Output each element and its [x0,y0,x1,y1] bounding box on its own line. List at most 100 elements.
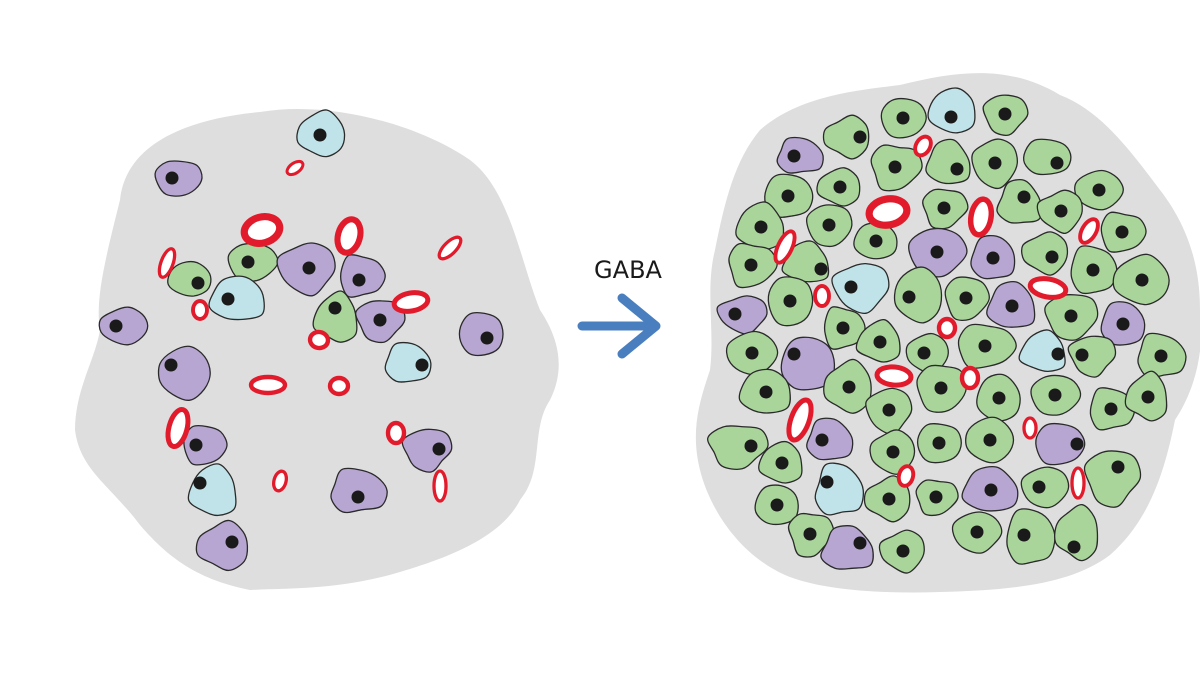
purple-cell [1035,422,1086,466]
blood-vessel [959,365,981,391]
purple-cell [458,311,504,357]
cell-nucleus [1092,183,1106,197]
green-cell [878,529,925,574]
cell-nucleus [820,475,834,489]
cell-nucleus [844,280,858,294]
cell-nucleus [1070,437,1084,451]
blood-vessel [272,469,288,493]
after-islet-cells [706,87,1187,574]
blue-cell [1018,329,1066,373]
before-islet-cells [98,109,504,572]
purple-cell-body [401,428,453,473]
green-cell [735,201,785,251]
cell-nucleus [998,107,1012,121]
cell-nucleus [833,180,847,194]
cell-nucleus [352,273,366,287]
purple-cell [908,227,968,278]
blue-cell [831,262,890,315]
blood-vessel [307,329,331,351]
cell-nucleus [193,476,207,490]
blood-vessel [773,229,797,265]
blue-cell [296,109,346,158]
green-cell [1074,169,1124,211]
blood-vessel [1027,276,1069,300]
cell-nucleus [1154,349,1168,363]
cell-nucleus [896,544,910,558]
blood-vessel [896,464,916,488]
cell-nucleus [917,346,931,360]
cell-nucleus [929,490,943,504]
purple-cell [986,280,1036,328]
green-cell [996,179,1042,224]
blood-vessel [874,364,914,388]
purple-cell-body [1035,422,1086,466]
purple-cell [970,234,1016,280]
green-cell-body [312,290,358,343]
blood-vessel [385,420,407,446]
blood-vessel [240,213,284,247]
cell-nucleus [781,189,795,203]
green-cell [965,416,1015,464]
cell-nucleus [783,294,797,308]
purple-cell [776,136,824,174]
cell-nucleus [1064,309,1078,323]
cell-nucleus [853,130,867,144]
cell-nucleus [1116,317,1130,331]
cell-nucleus [873,335,887,349]
purple-cell-body [806,417,854,461]
green-cell-body [893,266,943,324]
green-cell [915,479,959,517]
green-cell [916,364,968,413]
blood-vessel [786,397,814,443]
cell-nucleus [836,321,850,335]
cell-nucleus [888,160,902,174]
blood-vessel [936,316,958,340]
blue-cell [208,275,265,321]
cell-nucleus [313,128,327,142]
green-cell [917,422,962,464]
green-cell [855,318,901,363]
cell-nucleus [745,346,759,360]
blood-vessel [437,235,463,261]
purple-cell-body [716,295,768,335]
cell-nucleus [902,290,916,304]
green-cell-body [1023,138,1072,176]
green-cell [781,240,830,283]
green-cell [1006,508,1056,565]
purple-cell [98,306,149,346]
blood-vessel [157,247,177,279]
purple-cell-body [195,519,249,572]
cell-nucleus [744,439,758,453]
treatment-arrow [577,293,661,359]
purple-cell [806,417,854,461]
green-cell [312,290,358,343]
cell-nucleus [351,490,365,504]
green-cell [805,204,853,248]
purple-cell-body [330,467,388,514]
cell-nucleus [822,218,836,232]
cell-nucleus [970,525,984,539]
cell-nucleus [480,331,494,345]
purple-cell [157,345,211,401]
green-cell [738,368,791,414]
green-cell [758,440,803,484]
green-cell-body [1067,335,1117,378]
green-cell [728,242,778,289]
cell-nucleus [221,292,235,306]
cell-nucleus [1048,388,1062,402]
green-cell [957,323,1017,369]
green-cell [1044,294,1099,341]
purple-cell [276,242,336,297]
green-cell [1100,211,1147,253]
purple-cell [183,424,228,466]
blood-vessel [865,195,911,229]
cell-nucleus [988,156,1002,170]
green-cell-body [1020,231,1069,276]
purple-cell-body [458,311,504,357]
purple-cell [716,295,768,335]
blue-cell [384,341,432,383]
blood-vessel [191,299,209,321]
green-cell [925,138,971,185]
purple-cell [355,300,406,344]
cell-nucleus [959,291,973,305]
